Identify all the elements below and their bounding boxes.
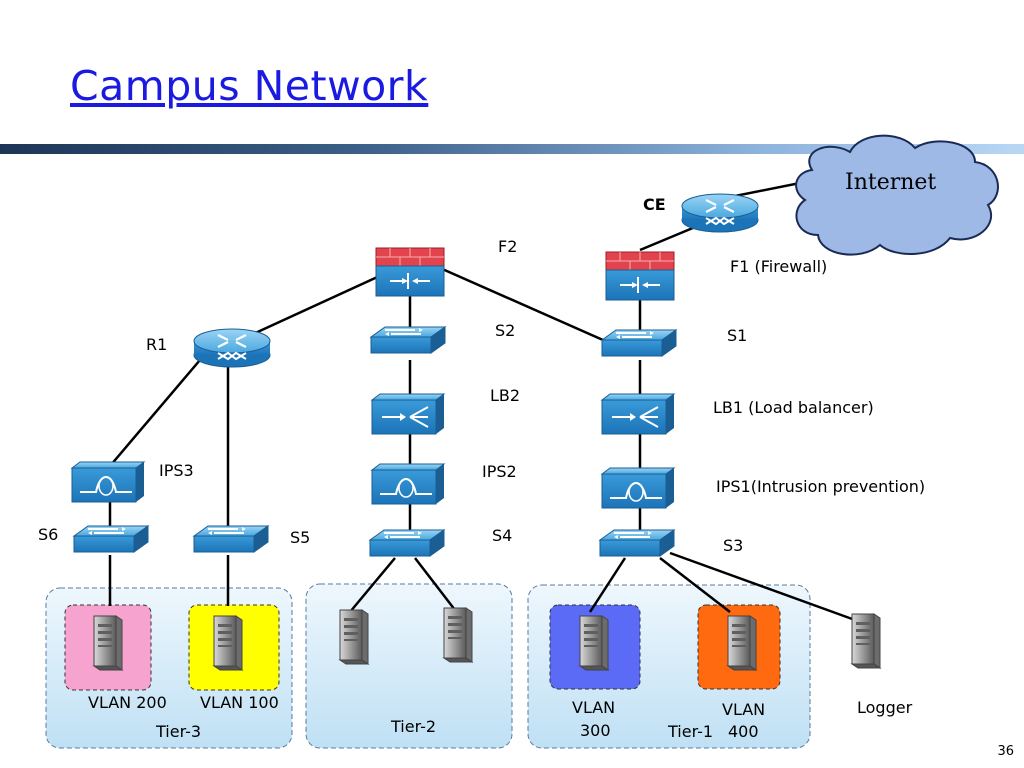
s4-label: S4 [492, 526, 513, 545]
s1-label: S1 [727, 326, 748, 345]
f1-label: F1 (Firewall) [730, 257, 828, 276]
s5-switch-icon [193, 525, 269, 553]
server-vlan200-icon [93, 615, 123, 671]
ips2-label: IPS2 [482, 462, 517, 481]
ce-router-icon [680, 192, 760, 234]
server-vlan300-icon [579, 615, 609, 671]
logger-label: Logger [857, 698, 913, 717]
s6-switch-icon [73, 525, 149, 553]
s2-label: S2 [495, 321, 516, 340]
tier2-label: Tier-2 [391, 717, 437, 736]
server-vlan100-icon [213, 615, 243, 671]
server-logger-icon [851, 613, 881, 669]
tier3-label: Tier-3 [156, 722, 202, 741]
ips2-ips-icon [371, 463, 445, 505]
s3-switch-icon [599, 529, 675, 557]
vlan400-label-line1: VLAN [722, 700, 766, 719]
server-vlan400-icon [727, 615, 757, 671]
lb2-load-balancer-icon [371, 393, 445, 435]
vlan200-label: VLAN 200 [88, 693, 167, 712]
r1-router-icon [192, 327, 272, 369]
s4-switch-icon [369, 529, 445, 557]
internet-cloud [795, 134, 999, 256]
ips1-label: IPS1(Intrusion prevention) [716, 477, 926, 496]
s5-label: S5 [290, 528, 311, 547]
internet-label: Internet [845, 170, 937, 195]
r1-label: R1 [146, 335, 168, 354]
s3-label: S3 [723, 536, 744, 555]
s1-switch-icon [601, 329, 677, 357]
vlan400-label-line2: 400 [728, 722, 759, 741]
ips3-label: IPS3 [159, 461, 194, 480]
f2-label: F2 [498, 237, 518, 256]
f1-firewall-icon [605, 251, 675, 301]
vlan300-label-line1: VLAN [572, 698, 616, 717]
ips1-ips-icon [601, 467, 675, 509]
server-tier2-a-icon [339, 609, 369, 665]
ce-label: CE [643, 195, 666, 214]
lb2-label: LB2 [490, 386, 521, 405]
lb1-load-balancer-icon [601, 393, 675, 435]
f2-firewall-icon [375, 247, 445, 297]
s2-switch-icon [370, 326, 446, 354]
title-divider [0, 144, 1024, 154]
vlan100-label: VLAN 100 [200, 693, 279, 712]
vlan300-label-line2: 300 [580, 721, 611, 740]
server-tier2-b-icon [443, 607, 473, 663]
lb1-label: LB1 (Load balancer) [713, 398, 874, 417]
page-number: 36 [997, 744, 1014, 759]
tier1-label: Tier-1 [668, 722, 714, 741]
s6-label: S6 [38, 525, 59, 544]
ips3-ips-icon [71, 461, 145, 503]
page-title[interactable]: Campus Network [70, 62, 429, 110]
